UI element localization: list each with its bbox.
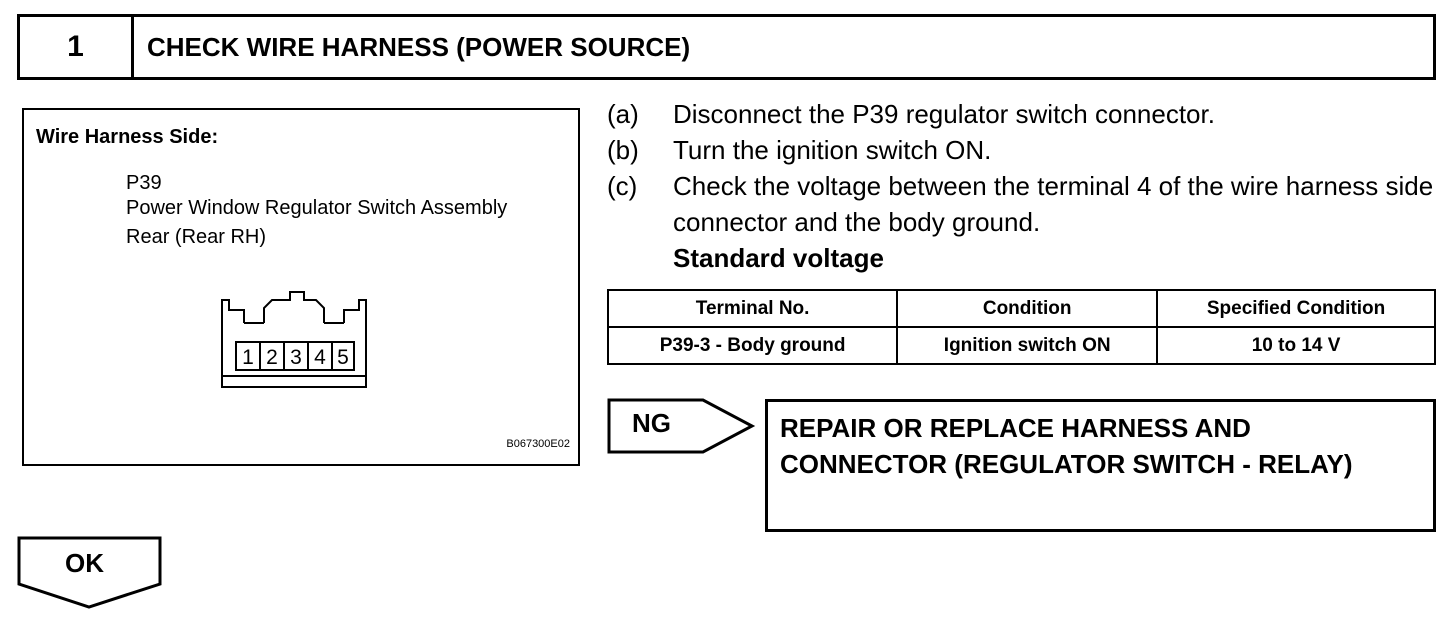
connector-pin: 2 (266, 346, 278, 369)
step-label: (a) (607, 99, 639, 129)
procedure-step: (b) Turn the ignition switch ON. (607, 132, 1437, 168)
ng-label: NG (632, 408, 671, 438)
connector-pin: 1 (242, 346, 254, 369)
step-text: Check the voltage between the terminal 4… (673, 171, 1434, 237)
column-header: Specified Condition (1156, 289, 1436, 328)
connector-pin: 4 (314, 346, 326, 369)
procedure-steps: (a) Disconnect the P39 regulator switch … (607, 96, 1437, 276)
standard-voltage-label: Standard voltage (673, 243, 884, 273)
table-header-row: Terminal No. Condition Specified Conditi… (606, 289, 1436, 328)
figure-id: B067300E02 (506, 438, 570, 450)
table-cell: Ignition switch ON (896, 326, 1159, 365)
connector-pin: 5 (337, 346, 349, 369)
column-header: Condition (896, 289, 1159, 328)
column-header: Terminal No. (606, 289, 899, 328)
diagram-heading: Wire Harness Side: (36, 126, 219, 148)
step-text: Turn the ignition switch ON. (673, 135, 992, 165)
connector-name: Power Window Regulator Switch Assembly R… (126, 197, 508, 248)
table-row: P39-3 - Body ground Ignition switch ON 1… (606, 326, 1436, 365)
connector-diagram: Wire Harness Side: P39 Power Window Regu… (22, 108, 580, 466)
procedure-step: (c) Check the voltage between the termin… (607, 168, 1437, 240)
step-label: (b) (607, 135, 639, 165)
table-cell: P39-3 - Body ground (606, 326, 899, 365)
spec-table: Terminal No. Condition Specified Conditi… (606, 289, 1436, 365)
connector-code: P39 (126, 172, 162, 194)
step-number: 1 (20, 17, 134, 77)
step-label: (c) (607, 171, 638, 201)
ok-arrow-icon (17, 536, 162, 609)
ng-action-box: REPAIR OR REPLACE HARNESS AND CONNECTOR … (765, 399, 1436, 532)
table-cell: 10 to 14 V (1156, 326, 1436, 365)
ok-label: OK (65, 548, 104, 578)
step-title: CHECK WIRE HARNESS (POWER SOURCE) (147, 31, 691, 62)
connector-icon: 1 2 3 4 5 (221, 291, 367, 388)
connector-pin: 3 (290, 346, 302, 369)
ng-arrow-icon (607, 398, 756, 454)
step-text: Disconnect the P39 regulator switch conn… (673, 99, 1215, 129)
step-header: 1 CHECK WIRE HARNESS (POWER SOURCE) (17, 14, 1436, 80)
procedure-step: (a) Disconnect the P39 regulator switch … (607, 96, 1437, 132)
